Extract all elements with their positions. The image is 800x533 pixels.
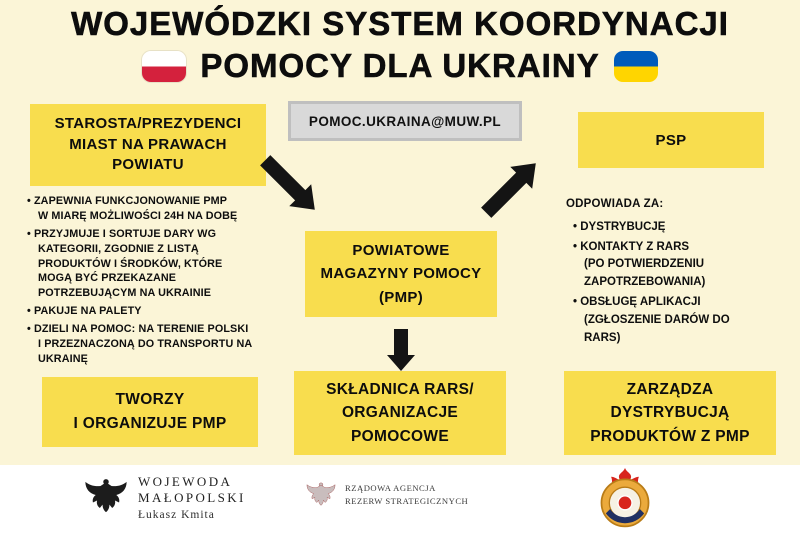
tworzy-box: TWORZY I ORGANIZUJE PMP bbox=[42, 377, 258, 447]
wojewoda-text-block: WOJEWODA MAŁOPOLSKI Łukasz Kmita bbox=[138, 474, 246, 521]
starosta-box: STAROSTA/PREZYDENCI MIAST NA PRAWACH POW… bbox=[30, 104, 266, 186]
psp-duty-item: KONTAKTY Z RARS (PO POTWIERDZENIU ZAPOTR… bbox=[573, 239, 778, 292]
rars-eagle-icon bbox=[306, 482, 336, 506]
psp-box-line: PSP bbox=[655, 131, 687, 149]
wojewoda-title-line: MAŁOPOLSKI bbox=[138, 490, 246, 506]
tworzy-box-line: I ORGANIZUJE PMP bbox=[73, 415, 227, 432]
duty-item: PRZYJMUJE I SORTUJE DARY WG KATEGORII, Z… bbox=[27, 227, 295, 301]
psp-duties: ODPOWIADA ZA: DYSTRYBUCJĘ KONTAKTY Z RAR… bbox=[566, 196, 778, 350]
arrow-starosta-to-pmp-icon bbox=[260, 155, 315, 210]
pmp-box: POWIATOWE MAGAZYNY POMOCY (PMP) bbox=[305, 231, 497, 317]
pmp-box-line: MAGAZYNY POMOCY bbox=[320, 265, 482, 283]
psp-duty-item: DYSTRYBUCJĘ bbox=[573, 219, 778, 237]
starosta-box-line: MIAST NA PRAWACH bbox=[69, 135, 227, 153]
page-title-row: POMOCY DLA UKRAINY bbox=[0, 47, 800, 85]
arrow-pmp-to-skladnica-icon bbox=[387, 329, 415, 371]
skladnica-box-line: ORGANIZACJE bbox=[341, 404, 459, 422]
wojewoda-malopolski-logo: WOJEWODA MAŁOPOLSKI Łukasz Kmita bbox=[84, 474, 246, 521]
zarzadza-box-line: ZARZĄDZA bbox=[626, 381, 714, 399]
zarzadza-box-line: PRODUKTÓW Z PMP bbox=[590, 427, 750, 445]
skladnica-box-line: POMOCOWE bbox=[351, 427, 449, 445]
rars-text-block: RZĄDOWA AGENCJA REZERW STRATEGICZNYCH bbox=[345, 482, 468, 509]
contact-email-text: POMOC.UKRAINA@MUW.PL bbox=[308, 113, 502, 129]
starosta-box-line: POWIATU bbox=[112, 156, 184, 174]
poland-flag-icon bbox=[142, 50, 187, 82]
psp-duties-heading: ODPOWIADA ZA: bbox=[566, 198, 664, 210]
pmp-box-line: (PMP) bbox=[379, 288, 423, 306]
ukraine-flag-icon bbox=[613, 50, 658, 82]
psp-duty-item: OBSŁUGĘ APLIKACJI (ZGŁOSZENIE DARÓW DO R… bbox=[573, 294, 778, 347]
wojewoda-title-line: WOJEWODA bbox=[138, 474, 233, 489]
fire-service-emblem bbox=[597, 468, 653, 529]
footer: WOJEWODA MAŁOPOLSKI Łukasz Kmita RZĄDOWA… bbox=[0, 465, 800, 533]
contact-email-box: POMOC.UKRAINA@MUW.PL bbox=[288, 101, 522, 141]
skladnica-rars-box: SKŁADNICA RARS/ ORGANIZACJE POMOCOWE bbox=[294, 371, 506, 455]
duty-item: ZAPEWNIA FUNKCJONOWANIE PMP W MIARĘ MOŻL… bbox=[27, 194, 295, 224]
rars-name-line: RZĄDOWA AGENCJA bbox=[345, 482, 436, 493]
rars-name-line: REZERW STRATEGICZNYCH bbox=[345, 496, 469, 506]
rars-logo: RZĄDOWA AGENCJA REZERW STRATEGICZNYCH bbox=[306, 480, 468, 510]
duty-item: PAKUJE NA PALETY bbox=[27, 304, 295, 319]
starosta-box-line: STAROSTA/PREZYDENCI bbox=[54, 114, 242, 132]
arrow-pmp-to-psp-icon bbox=[481, 163, 536, 218]
duty-item: DZIELI NA POMOC: NA TERENIE POLSKI I PRZ… bbox=[27, 322, 295, 367]
polish-eagle-icon bbox=[85, 479, 127, 513]
pmp-box-line: POWIATOWE bbox=[352, 242, 450, 260]
psp-duties-list: DYSTRYBUCJĘ KONTAKTY Z RARS (PO POTWIERD… bbox=[573, 219, 778, 348]
psp-badge-icon bbox=[600, 468, 650, 528]
zarzadza-box-line: DYSTRYBUCJĄ bbox=[610, 404, 730, 422]
tworzy-box-line: TWORZY bbox=[115, 390, 185, 408]
starosta-duties-list: ZAPEWNIA FUNKCJONOWANIE PMP W MIARĘ MOŻL… bbox=[27, 194, 295, 370]
page-title-line1: WOJEWÓDZKI SYSTEM KOORDYNACJI bbox=[71, 5, 729, 43]
skladnica-box-line: SKŁADNICA RARS/ bbox=[326, 381, 474, 399]
page-title-line2: POMOCY DLA UKRAINY bbox=[200, 47, 600, 85]
psp-box: PSP bbox=[578, 112, 764, 168]
wojewoda-name: Łukasz Kmita bbox=[138, 508, 215, 521]
zarzadza-box: ZARZĄDZA DYSTRYBUCJĄ PRODUKTÓW Z PMP bbox=[564, 371, 776, 455]
